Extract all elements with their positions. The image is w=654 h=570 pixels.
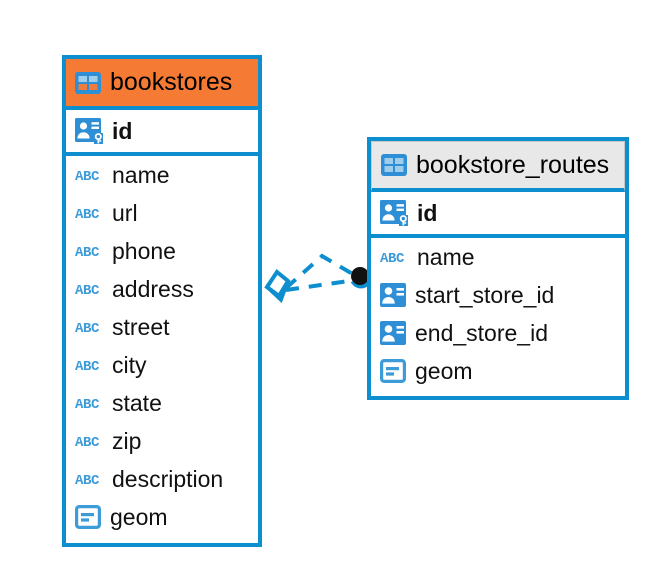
svg-text:ABC: ABC <box>75 397 100 410</box>
geometry-icon <box>75 505 101 529</box>
svg-text:ABC: ABC <box>75 435 100 448</box>
field-label: name <box>112 161 170 188</box>
abc-text-icon: ABC <box>75 283 100 296</box>
svg-text:ABC: ABC <box>75 169 100 182</box>
svg-text:ABC: ABC <box>380 251 405 264</box>
field-row-end-store-id[interactable]: end_store_id <box>371 314 625 352</box>
field-row-geom[interactable]: geom <box>371 352 625 390</box>
diamond-marker-tail-icon <box>265 280 290 304</box>
field-label: zip <box>112 427 142 454</box>
field-label: phone <box>112 237 176 264</box>
field-label: start_store_id <box>415 281 555 308</box>
field-row-phone[interactable]: ABC phone <box>66 232 258 270</box>
field-label: state <box>112 389 162 416</box>
field-row-geom[interactable]: geom <box>66 498 258 536</box>
field-label: city <box>112 351 147 378</box>
field-label: end_store_id <box>415 319 548 346</box>
svg-text:ABC: ABC <box>75 321 100 334</box>
field-label: address <box>112 275 194 302</box>
field-row-id[interactable]: id <box>66 110 258 156</box>
abc-text-icon: ABC <box>75 435 100 448</box>
foreign-key-icon <box>380 321 406 345</box>
entity-header-bookstores[interactable]: bookstores <box>66 59 258 110</box>
abc-text-icon: ABC <box>75 397 100 410</box>
field-label: geom <box>110 503 168 530</box>
field-row-city[interactable]: ABC city <box>66 346 258 384</box>
svg-text:ABC: ABC <box>75 245 100 258</box>
diamond-marker-icon <box>264 269 291 299</box>
svg-text:ABC: ABC <box>75 283 100 296</box>
entity-title: bookstores <box>110 68 233 96</box>
abc-text-icon: ABC <box>380 251 405 264</box>
svg-text:ABC: ABC <box>75 359 100 372</box>
field-label: url <box>112 199 138 226</box>
field-row-name[interactable]: ABC name <box>371 238 625 276</box>
field-row-description[interactable]: ABC description <box>66 460 258 498</box>
relationship-line-lower <box>285 278 357 292</box>
field-row-street[interactable]: ABC street <box>66 308 258 346</box>
field-label: id <box>112 117 133 144</box>
entity-bookstores[interactable]: bookstores id ABC name <box>62 55 262 547</box>
primary-key-icon <box>380 200 408 226</box>
field-label: name <box>417 243 475 270</box>
abc-text-icon: ABC <box>75 207 100 220</box>
entity-title: bookstore_routes <box>416 150 610 179</box>
abc-text-icon: ABC <box>75 245 100 258</box>
field-row-id[interactable]: id <box>371 192 625 238</box>
field-row-url[interactable]: ABC url <box>66 194 258 232</box>
field-label: description <box>112 465 224 492</box>
entity-bookstore-routes[interactable]: bookstore_routes id ABC name <box>367 137 629 400</box>
abc-text-icon: ABC <box>75 359 100 372</box>
entity-header-bookstore-routes[interactable]: bookstore_routes <box>371 141 625 192</box>
svg-text:ABC: ABC <box>75 473 100 486</box>
relationship-line-upper <box>284 253 358 290</box>
field-label: street <box>112 313 170 340</box>
field-row-zip[interactable]: ABC zip <box>66 422 258 460</box>
abc-text-icon: ABC <box>75 473 100 486</box>
abc-text-icon: ABC <box>75 321 100 334</box>
field-row-start-store-id[interactable]: start_store_id <box>371 276 625 314</box>
svg-text:ABC: ABC <box>75 207 100 220</box>
field-row-state[interactable]: ABC state <box>66 384 258 422</box>
field-label: id <box>417 199 438 226</box>
abc-text-icon: ABC <box>75 169 100 182</box>
field-row-name[interactable]: ABC name <box>66 156 258 194</box>
field-row-address[interactable]: ABC address <box>66 270 258 308</box>
field-label: geom <box>415 357 473 384</box>
foreign-key-icon <box>380 283 406 307</box>
table-icon <box>75 71 101 94</box>
table-icon <box>381 154 407 176</box>
geometry-icon <box>380 359 406 383</box>
primary-key-icon <box>75 118 103 144</box>
